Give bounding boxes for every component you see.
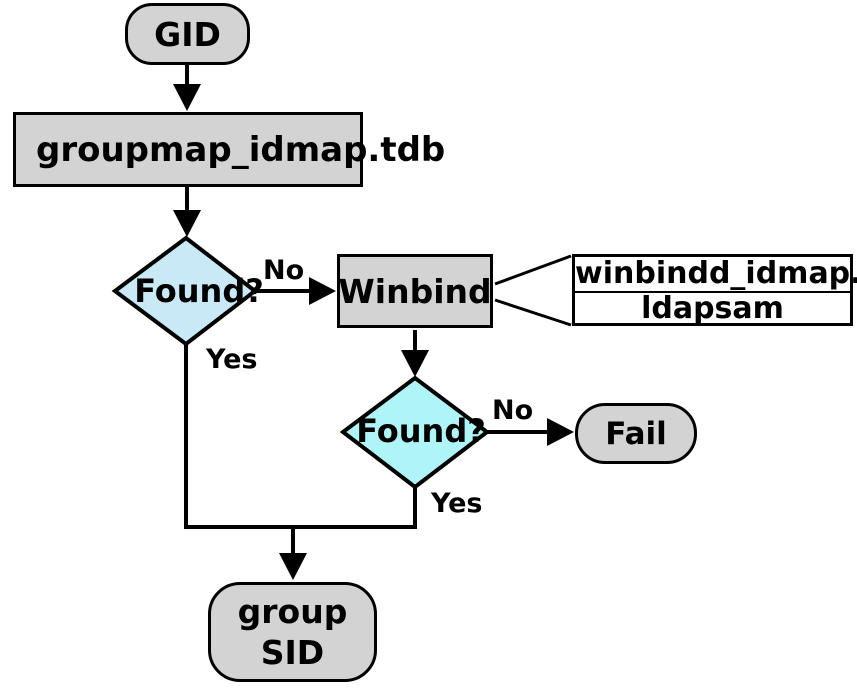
node-winbind-label: Winbind bbox=[338, 271, 492, 311]
node-group-sid-line2: SID bbox=[260, 633, 325, 672]
arrowhead-winbind-to-found2 bbox=[401, 350, 429, 377]
callout-line-top bbox=[494, 254, 572, 286]
node-group-sid-line1: group bbox=[237, 592, 348, 631]
callout-line-bottom bbox=[494, 298, 572, 327]
node-idmap-table: winbindd_idmap. ldapsam bbox=[572, 254, 857, 326]
arrowhead-gid-to-groupmap bbox=[173, 84, 201, 111]
edge-label-no-1: No bbox=[263, 255, 305, 286]
node-groupmap-label: groupmap_idmap.tdb bbox=[36, 129, 446, 170]
arrowhead-found1-no-to-winbind bbox=[309, 277, 336, 305]
decision-found1-label: Found? bbox=[134, 272, 264, 310]
edge-label-no-2: No bbox=[492, 395, 534, 426]
decision-found2-label: Found? bbox=[356, 412, 486, 450]
node-groupmap-idmap-tdb: groupmap_idmap.tdb bbox=[13, 112, 445, 187]
idmap-table-row-ldapsam: ldapsam bbox=[641, 291, 784, 326]
node-fail: Fail bbox=[575, 403, 697, 464]
node-winbind: Winbind bbox=[337, 254, 493, 328]
edge-yes-join-path bbox=[184, 344, 417, 529]
node-gid-label: GID bbox=[154, 14, 221, 54]
node-fail-label: Fail bbox=[605, 415, 667, 452]
edge-label-yes-2: Yes bbox=[431, 488, 483, 519]
arrowhead-join-to-groupsid bbox=[279, 553, 307, 580]
node-gid: GID bbox=[125, 3, 250, 65]
idmap-table-row-winbindd-idmap: winbindd_idmap. bbox=[575, 256, 857, 293]
arrowhead-groupmap-to-found1 bbox=[173, 210, 201, 237]
arrowhead-found2-no-to-fail bbox=[547, 418, 574, 446]
edge-label-yes-1: Yes bbox=[206, 344, 258, 375]
node-group-sid: group SID bbox=[208, 582, 377, 682]
